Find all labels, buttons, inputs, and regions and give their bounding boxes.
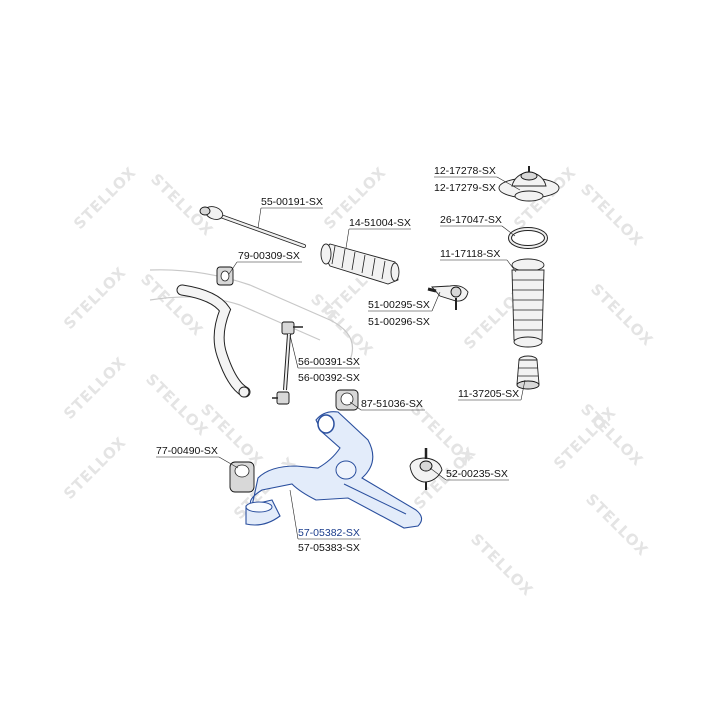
part-label: 12-17279-SX (434, 182, 496, 194)
strut-mount (498, 166, 560, 202)
strut-bearing (508, 227, 548, 249)
stabilizer-link (272, 321, 303, 405)
watermark-text: STELLOX (60, 433, 130, 503)
watermark-text: STELLOX (197, 400, 267, 470)
part-label-highlighted: 57-05382-SX (298, 527, 360, 539)
watermark-text: STELLOX (137, 270, 207, 340)
watermark-text: STELLOX (467, 530, 537, 600)
watermark-text: STELLOX (587, 280, 657, 350)
part-label: 14-51004-SX (349, 217, 411, 229)
part-label: 11-37205-SX (458, 388, 519, 400)
arm-bushing-rear (335, 389, 359, 411)
stabilizer-bar (176, 284, 251, 398)
part-label: 11-17118-SX (440, 248, 500, 260)
steering-boot (320, 243, 400, 285)
arm-bushing-front (229, 461, 255, 493)
leader-lines (156, 176, 526, 540)
ball-joint (409, 448, 443, 490)
part-labels: 12-17278-SX 12-17279-SX 55-00191-SX 14-5… (156, 165, 519, 554)
lower-control-arm (245, 411, 423, 529)
watermark-text: STELLOX (70, 163, 140, 233)
part-label: 77-00490-SX (156, 445, 218, 457)
watermark-text: STELLOX (60, 353, 130, 423)
part-label: 87-51036-SX (361, 398, 423, 410)
watermark-text: STELLOX (147, 170, 217, 240)
watermark-text: STELLOX (582, 490, 652, 560)
part-label: 12-17278-SX (434, 165, 496, 177)
part-label: 55-00191-SX (261, 196, 323, 208)
part-label: 79-00309-SX (238, 250, 300, 262)
watermark-text: STELLOX (142, 370, 212, 440)
part-label: 57-05383-SX (298, 542, 360, 554)
tie-rod (199, 206, 306, 248)
bump-stop (516, 355, 540, 390)
stabilizer-bushing (216, 266, 234, 286)
part-label: 26-17047-SX (440, 214, 502, 226)
part-label: 51-00295-SX (368, 299, 430, 311)
tie-rod-end (427, 285, 469, 310)
part-label: 56-00391-SX (298, 356, 360, 368)
part-label: 51-00296-SX (368, 316, 430, 328)
part-label: 52-00235-SX (446, 468, 508, 480)
watermark-text: STELLOX (60, 263, 130, 333)
watermark-text: STELLOX (577, 180, 647, 250)
strut-bellows (511, 258, 545, 348)
part-label: 56-00392-SX (298, 372, 360, 384)
